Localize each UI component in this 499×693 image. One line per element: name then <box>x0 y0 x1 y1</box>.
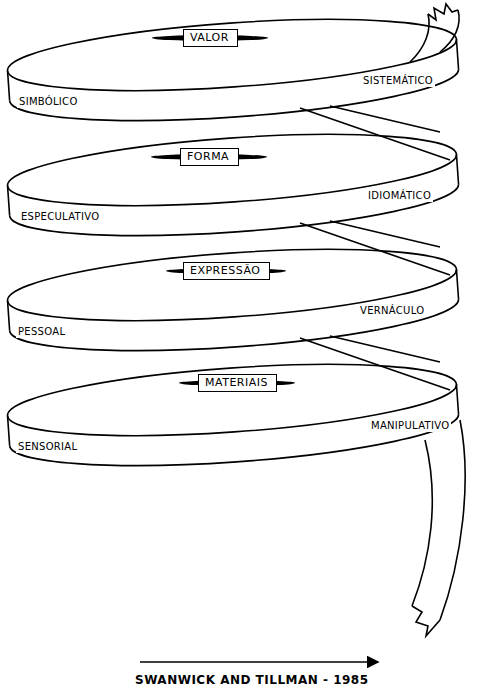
level-label: ESPECULATIVO <box>19 210 101 223</box>
level-label: SENSORIAL <box>16 440 79 453</box>
level-label: VERNÁCULO <box>358 304 426 317</box>
stage-name: VALOR <box>190 31 229 45</box>
stage-name: MATERIAIS <box>205 376 268 390</box>
level-label: IDIOMÁTICO <box>366 189 433 202</box>
level-label: PESSOAL <box>16 325 67 338</box>
level-label: SISTEMÁTICO <box>361 74 435 87</box>
stage-box: FORMA <box>180 148 239 166</box>
stage-name: FORMA <box>187 150 229 164</box>
stage-box: EXPRESSÃO <box>183 262 270 280</box>
level-label: SIMBÓLICO <box>17 95 80 108</box>
caption: SWANWICK AND TILLMAN - 1985 <box>135 673 369 688</box>
level-label: MANIPULATIVO <box>369 419 451 432</box>
stage-box: VALOR <box>183 29 238 47</box>
stage-name: EXPRESSÃO <box>190 264 260 278</box>
stage-box: MATERIAIS <box>198 374 277 392</box>
